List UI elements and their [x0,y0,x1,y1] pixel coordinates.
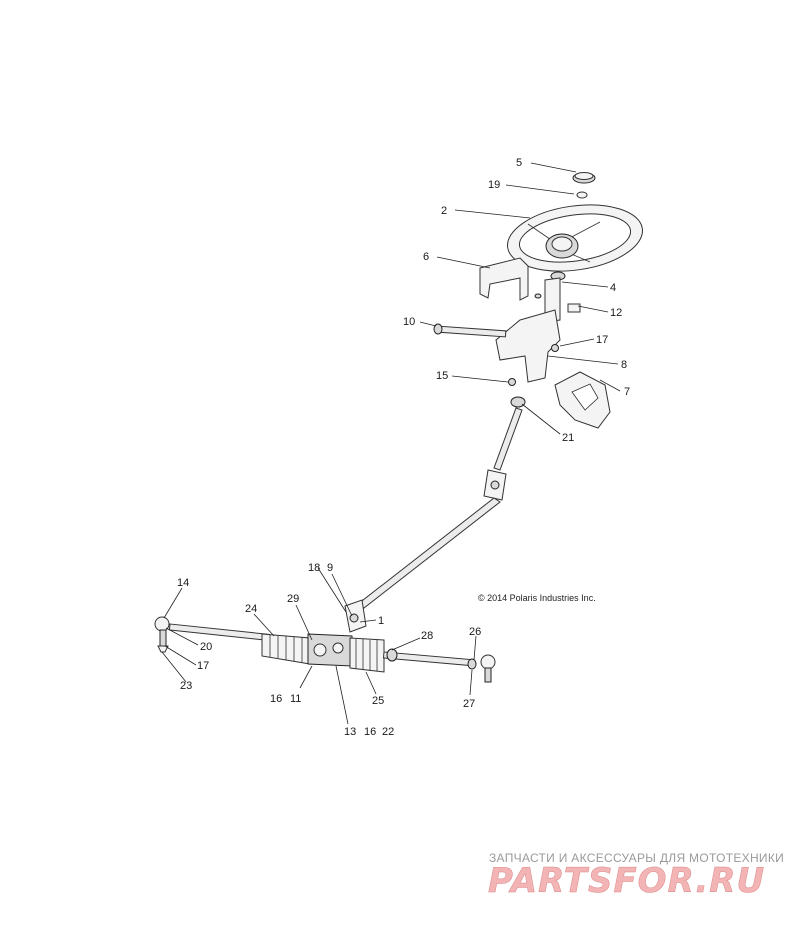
nut-17-upper [551,344,559,352]
bolt-10 [433,323,507,338]
boot-left [261,633,311,665]
watermark: ЗАПЧАСТИ И АКСЕССУАРЫ ДЛЯ МОТОТЕХНИКИ PA… [488,851,784,901]
callout-13: 13 [344,726,356,738]
callout-8: 8 [621,359,627,371]
callout-25: 25 [372,695,384,707]
lower-shaft [357,497,501,609]
callout-9: 9 [327,562,333,574]
seal-21 [510,396,526,408]
callout-21: 21 [562,432,574,444]
watermark-logo: PARTSFOR.RU [488,861,765,901]
callout-16-left: 16 [270,693,282,705]
watermark-tagline: ЗАПЧАСТИ И АКСЕССУАРЫ ДЛЯ МОТОТЕХНИКИ [489,851,784,865]
callout-18: 18 [308,562,320,574]
u-joint-lower [344,599,367,633]
callout-24: 24 [245,603,257,615]
callout-7: 7 [624,386,630,398]
callout-17-upper: 17 [596,334,608,346]
upper-shaft [493,407,523,471]
horn-cap [572,172,596,184]
callout-10: 10 [403,316,415,328]
tie-rod-right [382,648,496,683]
callout-15: 15 [436,370,448,382]
callout-16-bottom: 16 [364,726,376,738]
cover-7 [554,371,611,429]
callout-22: 22 [382,726,394,738]
callout-11: 11 [290,693,301,705]
callout-12: 12 [610,307,622,319]
callout-2: 2 [441,205,447,217]
callout-28: 28 [421,630,433,642]
callout-26: 26 [469,626,481,638]
u-joint-upper [483,469,507,501]
steering-column-housing [495,277,561,383]
clip-12 [567,303,581,313]
nut-19 [576,191,588,199]
callout-23: 23 [180,680,192,692]
copyright-notice: © 2014 Polaris Industries Inc. [478,593,596,603]
callout-17-lower: 17 [197,660,209,672]
callout-29: 29 [287,593,299,605]
callout-5: 5 [516,157,522,169]
leader-lines [161,162,621,725]
callout-6: 6 [423,251,429,263]
callout-20: 20 [200,641,212,653]
rack-housing [307,633,353,667]
column-cover-6 [479,257,529,301]
steering-wheel [507,204,643,272]
callout-4: 4 [610,282,616,294]
boot-right [349,637,385,673]
callout-27: 27 [463,698,475,710]
callout-19: 19 [488,179,500,191]
callout-1: 1 [378,615,384,627]
nut-15 [508,378,516,386]
callout-labels: 5 19 2 6 4 12 10 17 8 15 7 21 18 9 14 29… [177,157,630,738]
callout-14: 14 [177,577,189,589]
